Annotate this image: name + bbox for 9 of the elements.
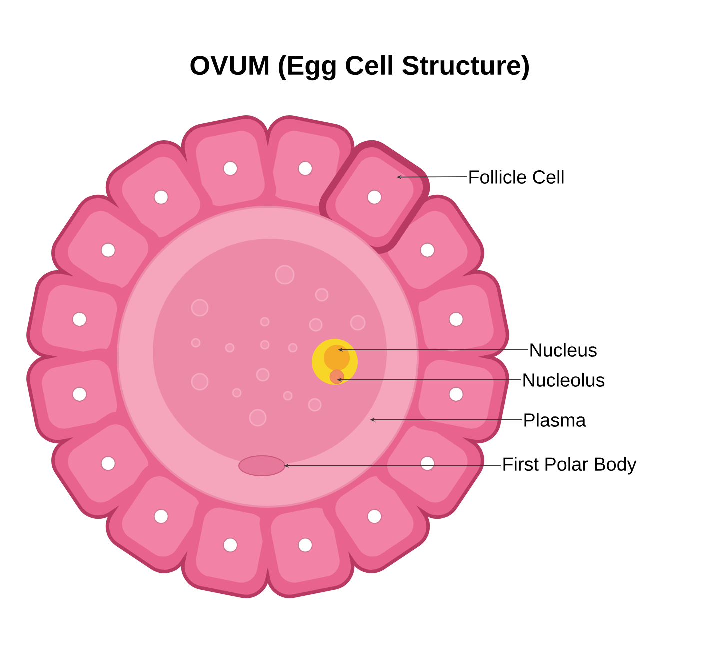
part-label: Nucleus [530, 343, 597, 357]
part-label: Plasma [524, 413, 586, 427]
part-label: Nucleolus [524, 373, 605, 387]
follicle-cell [336, 157, 414, 238]
nucleolus [330, 370, 344, 384]
title: OVUM (Egg Cell Structure) [190, 55, 530, 81]
polar-body [238, 455, 286, 476]
part-label: First Polar Body [504, 457, 637, 475]
part-label: Follicle Cell [470, 170, 564, 184]
